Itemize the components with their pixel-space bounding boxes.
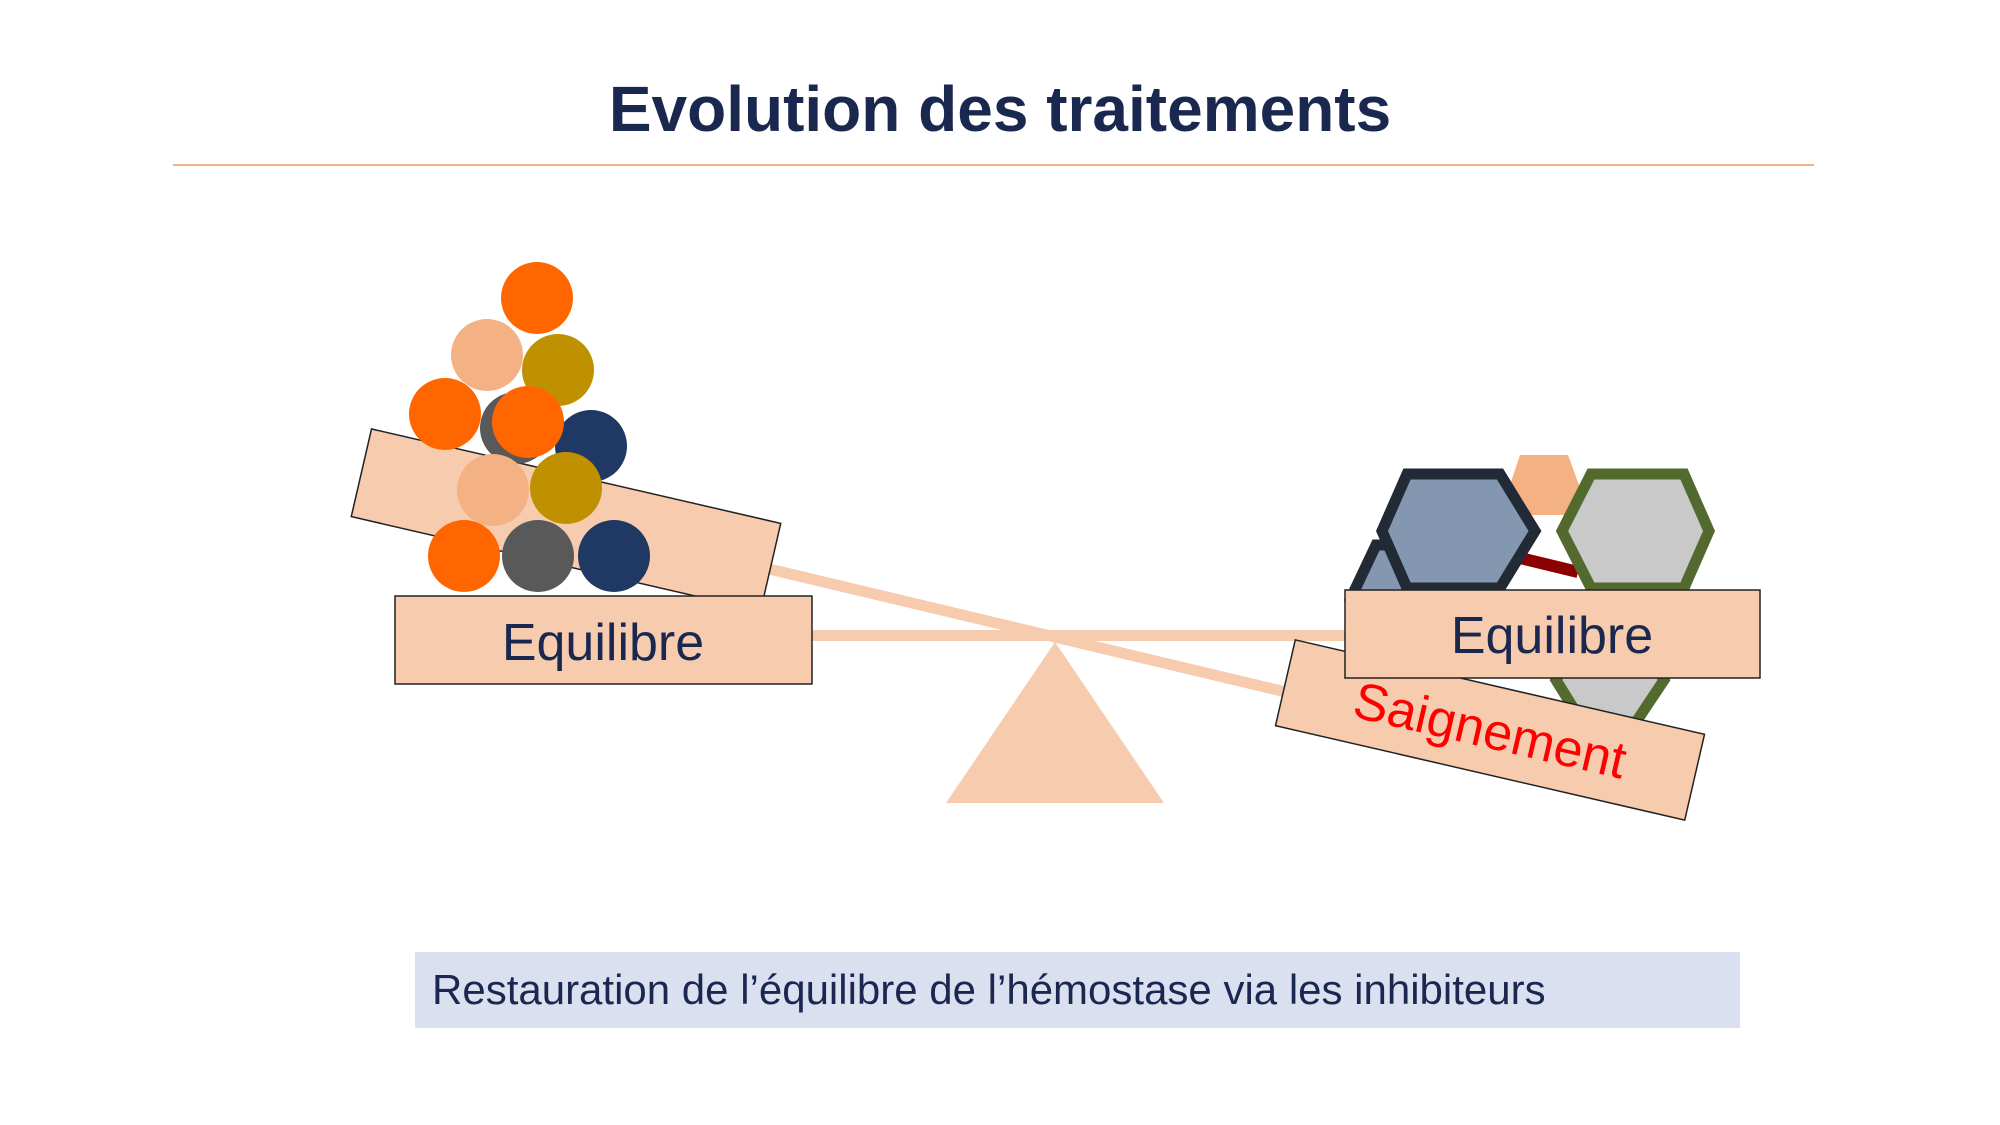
- left-balanced-pan: Equilibre: [394, 595, 813, 685]
- factor-circle-icon: [530, 452, 602, 524]
- factor-circle-icon: [492, 386, 564, 458]
- inhibitor-hexagon-icon: [1555, 468, 1716, 594]
- balance-fulcrum: [946, 642, 1164, 803]
- inhibitor-cluster: [1343, 455, 1716, 728]
- balanced-beam: [810, 630, 1345, 641]
- title-divider: [173, 164, 1814, 166]
- factor-circle-icon: [522, 334, 594, 406]
- caption-box: Restauration de l’équilibre de l’hémosta…: [415, 952, 1740, 1028]
- factor-circle-icon: [451, 319, 523, 391]
- tilted-beam: [763, 562, 1292, 699]
- left-balanced-label: Equilibre: [502, 614, 704, 672]
- right-balanced-pan: Equilibre: [1344, 589, 1761, 679]
- factor-circle-icon: [501, 262, 573, 334]
- factor-circle-icon: [502, 520, 574, 592]
- caption-text: Restauration de l’équilibre de l’hémosta…: [432, 966, 1546, 1013]
- inhibitor-connector: [1518, 552, 1580, 578]
- factor-circle-icon: [409, 378, 481, 450]
- right-balanced-label: Equilibre: [1451, 607, 1653, 665]
- inhibitor-hexagon-icon: [1375, 468, 1542, 594]
- coagulation-factor-cluster: [409, 262, 650, 592]
- slide-title: Evolution des traitements: [608, 73, 1392, 145]
- factor-circle-icon: [457, 454, 529, 526]
- factor-circle-icon: [578, 520, 650, 592]
- factor-circle-icon: [428, 520, 500, 592]
- inhibitor-triangle-icon: [1500, 455, 1590, 515]
